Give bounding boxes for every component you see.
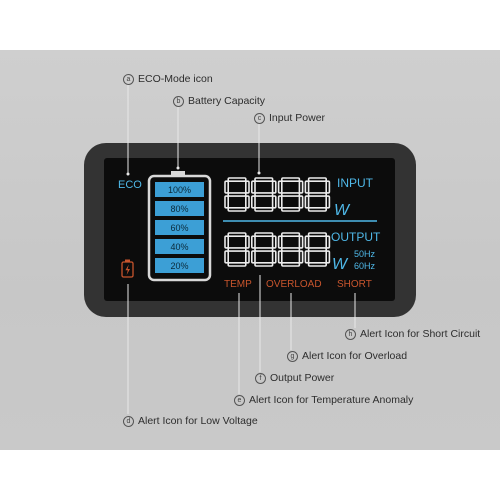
seven-segment-digit (251, 177, 277, 212)
input-power-digits (224, 177, 331, 212)
seven-segment-digit (304, 232, 331, 267)
battery-capacity-gauge (147, 171, 212, 282)
leader-dots (126, 166, 261, 176)
battery-level-label: 40% (170, 242, 188, 252)
output-power-digits (224, 232, 331, 267)
seven-segment-digit (224, 232, 250, 267)
seven-segment-digit (277, 177, 304, 212)
freq-60hz: 60Hz (354, 261, 376, 271)
battery-level-bar (155, 239, 204, 254)
eco-indicator: ECO (118, 179, 142, 191)
battery-level-label: 20% (170, 261, 188, 271)
leader-lines (127, 85, 356, 414)
freq-50hz: 50Hz (354, 249, 376, 259)
battery-level-bar (155, 182, 204, 197)
input-unit: W (334, 202, 351, 219)
battery-level-bar (155, 201, 204, 216)
short-alert: SHORT (337, 279, 372, 290)
output-label: OUTPUT (331, 230, 381, 244)
input-label: INPUT (337, 176, 374, 190)
battery-level-bar (155, 258, 204, 273)
seven-segment-digit (224, 177, 250, 212)
overload-alert: OVERLOAD (266, 279, 322, 290)
battery-level-label: 100% (168, 185, 191, 195)
seven-segment-digit (251, 232, 277, 267)
battery-level-label: 80% (170, 204, 188, 214)
seven-segment-digit (304, 177, 331, 212)
battery-level-label: 60% (170, 223, 188, 233)
low-voltage-battery-icon (121, 259, 134, 278)
battery-level-bar (155, 220, 204, 235)
temp-alert: TEMP (224, 279, 252, 290)
output-unit: W (332, 256, 349, 273)
seven-segment-digit (277, 232, 304, 267)
